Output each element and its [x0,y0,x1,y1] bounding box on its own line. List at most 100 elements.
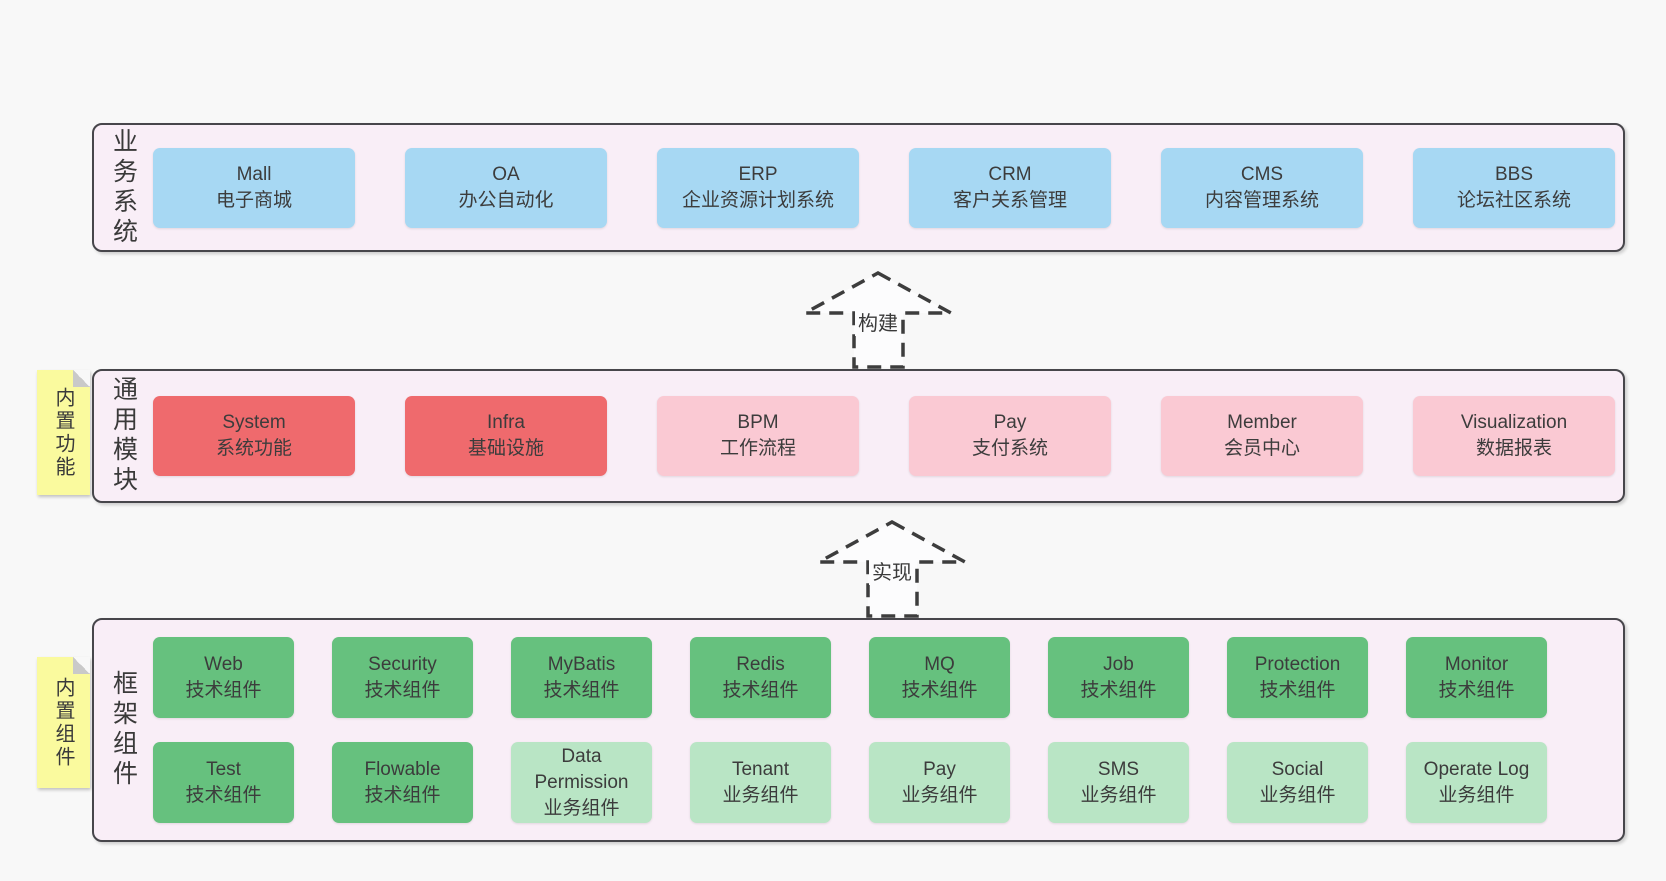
box-mybatis: MyBatis 技术组件 [511,637,652,718]
box-desc: 办公自动化 [458,189,554,211]
folded-corner-icon [73,370,90,387]
box-name: Visualization [1460,412,1568,433]
box-desc: 技术组件 [722,679,799,701]
box-test: Test 技术组件 [153,742,294,823]
box-desc: 技术组件 [185,679,262,701]
box-desc: 业务组件 [901,784,978,806]
box-name: CMS [1240,163,1284,185]
box-desc: 技术组件 [543,679,620,701]
arrow-build-label: 构建 [855,307,901,336]
box-oa: OA 办公自动化 [405,147,607,228]
box-name: System [222,412,286,433]
box-mq: MQ 技术组件 [869,637,1010,718]
box-web: Web 技术组件 [153,637,294,718]
box-desc: 内容管理系统 [1204,189,1319,211]
box-name: Member [1227,412,1297,433]
box-name: BPM [737,412,779,433]
box-crm: CRM 客户关系管理 [909,147,1111,228]
box-name: Pay [923,758,956,780]
box-pay-component: Pay 业务组件 [869,742,1010,823]
band-framework-components: 框架组件 Web 技术组件 Security 技术组件 MyBatis 技术组件… [92,618,1625,842]
band-label-components: 框架组件 [109,670,138,790]
box-desc: 技术组件 [901,679,978,701]
components-row-2: Test 技术组件 Flowable 技术组件 Data Permission … [153,742,1547,823]
box-system: System 系统功能 [153,396,355,476]
box-desc: 技术组件 [185,784,262,806]
box-name: Flowable [364,758,441,780]
arrow-implement-label: 实现 [869,556,915,585]
box-name: BBS [1494,163,1534,185]
box-erp: ERP 企业资源计划系统 [657,147,859,228]
box-name: Monitor [1444,653,1509,675]
box-security: Security 技术组件 [332,637,473,718]
box-name: Pay [993,412,1027,433]
arrow-build: 构建 [800,270,956,370]
box-desc: 技术组件 [364,679,441,701]
box-desc: 会员中心 [1223,438,1300,459]
box-name: Mall [236,163,272,185]
box-operate-log: Operate Log 业务组件 [1406,742,1547,823]
box-name: ERP [738,163,778,185]
folded-corner-icon [73,657,90,674]
box-name: Test [206,758,241,780]
box-mall: Mall 电子商城 [153,147,355,228]
box-monitor: Monitor 技术组件 [1406,637,1547,718]
box-desc: 技术组件 [364,784,441,806]
box-bpm: BPM 工作流程 [657,396,859,476]
box-name: Redis [736,653,785,675]
components-row-1: Web 技术组件 Security 技术组件 MyBatis 技术组件 Redi… [153,637,1547,718]
box-desc: 支付系统 [971,438,1048,459]
box-data-permission: Data Permission 业务组件 [511,742,652,823]
box-desc: 业务组件 [1438,784,1515,806]
box-sms: SMS 业务组件 [1048,742,1189,823]
box-pay-module: Pay 支付系统 [909,396,1111,476]
box-desc: 业务组件 [543,797,620,819]
sticky-note-built-in-features: 内置功能 [37,370,90,495]
box-name: Security [368,653,437,675]
band-business-systems: 业务系统 Mall 电子商城 OA 办公自动化 ERP 企业资源计划系统 CRM… [92,123,1625,252]
box-name: Tenant [731,758,790,780]
box-desc: 基础设施 [467,438,544,459]
sticky-label: 内置功能 [52,386,74,479]
box-name: Infra [486,412,526,433]
box-desc: 系统功能 [215,438,292,459]
box-desc: 技术组件 [1080,679,1157,701]
box-name: Job [1103,653,1134,675]
box-social: Social 业务组件 [1227,742,1368,823]
box-bbs: BBS 论坛社区系统 [1413,147,1615,228]
box-desc: 客户关系管理 [952,189,1067,211]
band-modules-boxes: System 系统功能 Infra 基础设施 BPM 工作流程 Pay 支付系统… [153,371,1623,501]
box-desc: 业务组件 [1080,784,1157,806]
box-desc: 技术组件 [1438,679,1515,701]
box-protection: Protection 技术组件 [1227,637,1368,718]
box-name: OA [492,163,520,185]
box-name: Data Permission [534,745,629,793]
box-infra: Infra 基础设施 [405,396,607,476]
box-tenant: Tenant 业务组件 [690,742,831,823]
sticky-label: 内置组件 [52,676,74,769]
box-desc: 企业资源计划系统 [681,189,834,211]
box-cms: CMS 内容管理系统 [1161,147,1363,228]
box-name: SMS [1097,758,1140,780]
band-components-boxes: Web 技术组件 Security 技术组件 MyBatis 技术组件 Redi… [153,620,1623,840]
sticky-note-built-in-components: 内置组件 [37,657,90,788]
box-name: Web [204,653,243,675]
box-name: MQ [924,653,955,675]
box-desc: 技术组件 [1259,679,1336,701]
box-redis: Redis 技术组件 [690,637,831,718]
box-desc: 工作流程 [719,438,796,459]
box-visualization: Visualization 数据报表 [1413,396,1615,476]
box-flowable: Flowable 技术组件 [332,742,473,823]
arrow-implement: 实现 [814,519,970,619]
box-name: CRM [988,163,1032,185]
box-name: Protection [1254,653,1341,675]
box-desc: 电子商城 [215,189,292,211]
band-business-boxes: Mall 电子商城 OA 办公自动化 ERP 企业资源计划系统 CRM 客户关系… [153,125,1623,250]
band-label-modules: 通用模块 [109,376,138,496]
box-desc: 论坛社区系统 [1456,189,1571,211]
box-job: Job 技术组件 [1048,637,1189,718]
box-name: Operate Log [1423,758,1530,780]
box-name: Social [1271,758,1324,780]
box-desc: 业务组件 [722,784,799,806]
